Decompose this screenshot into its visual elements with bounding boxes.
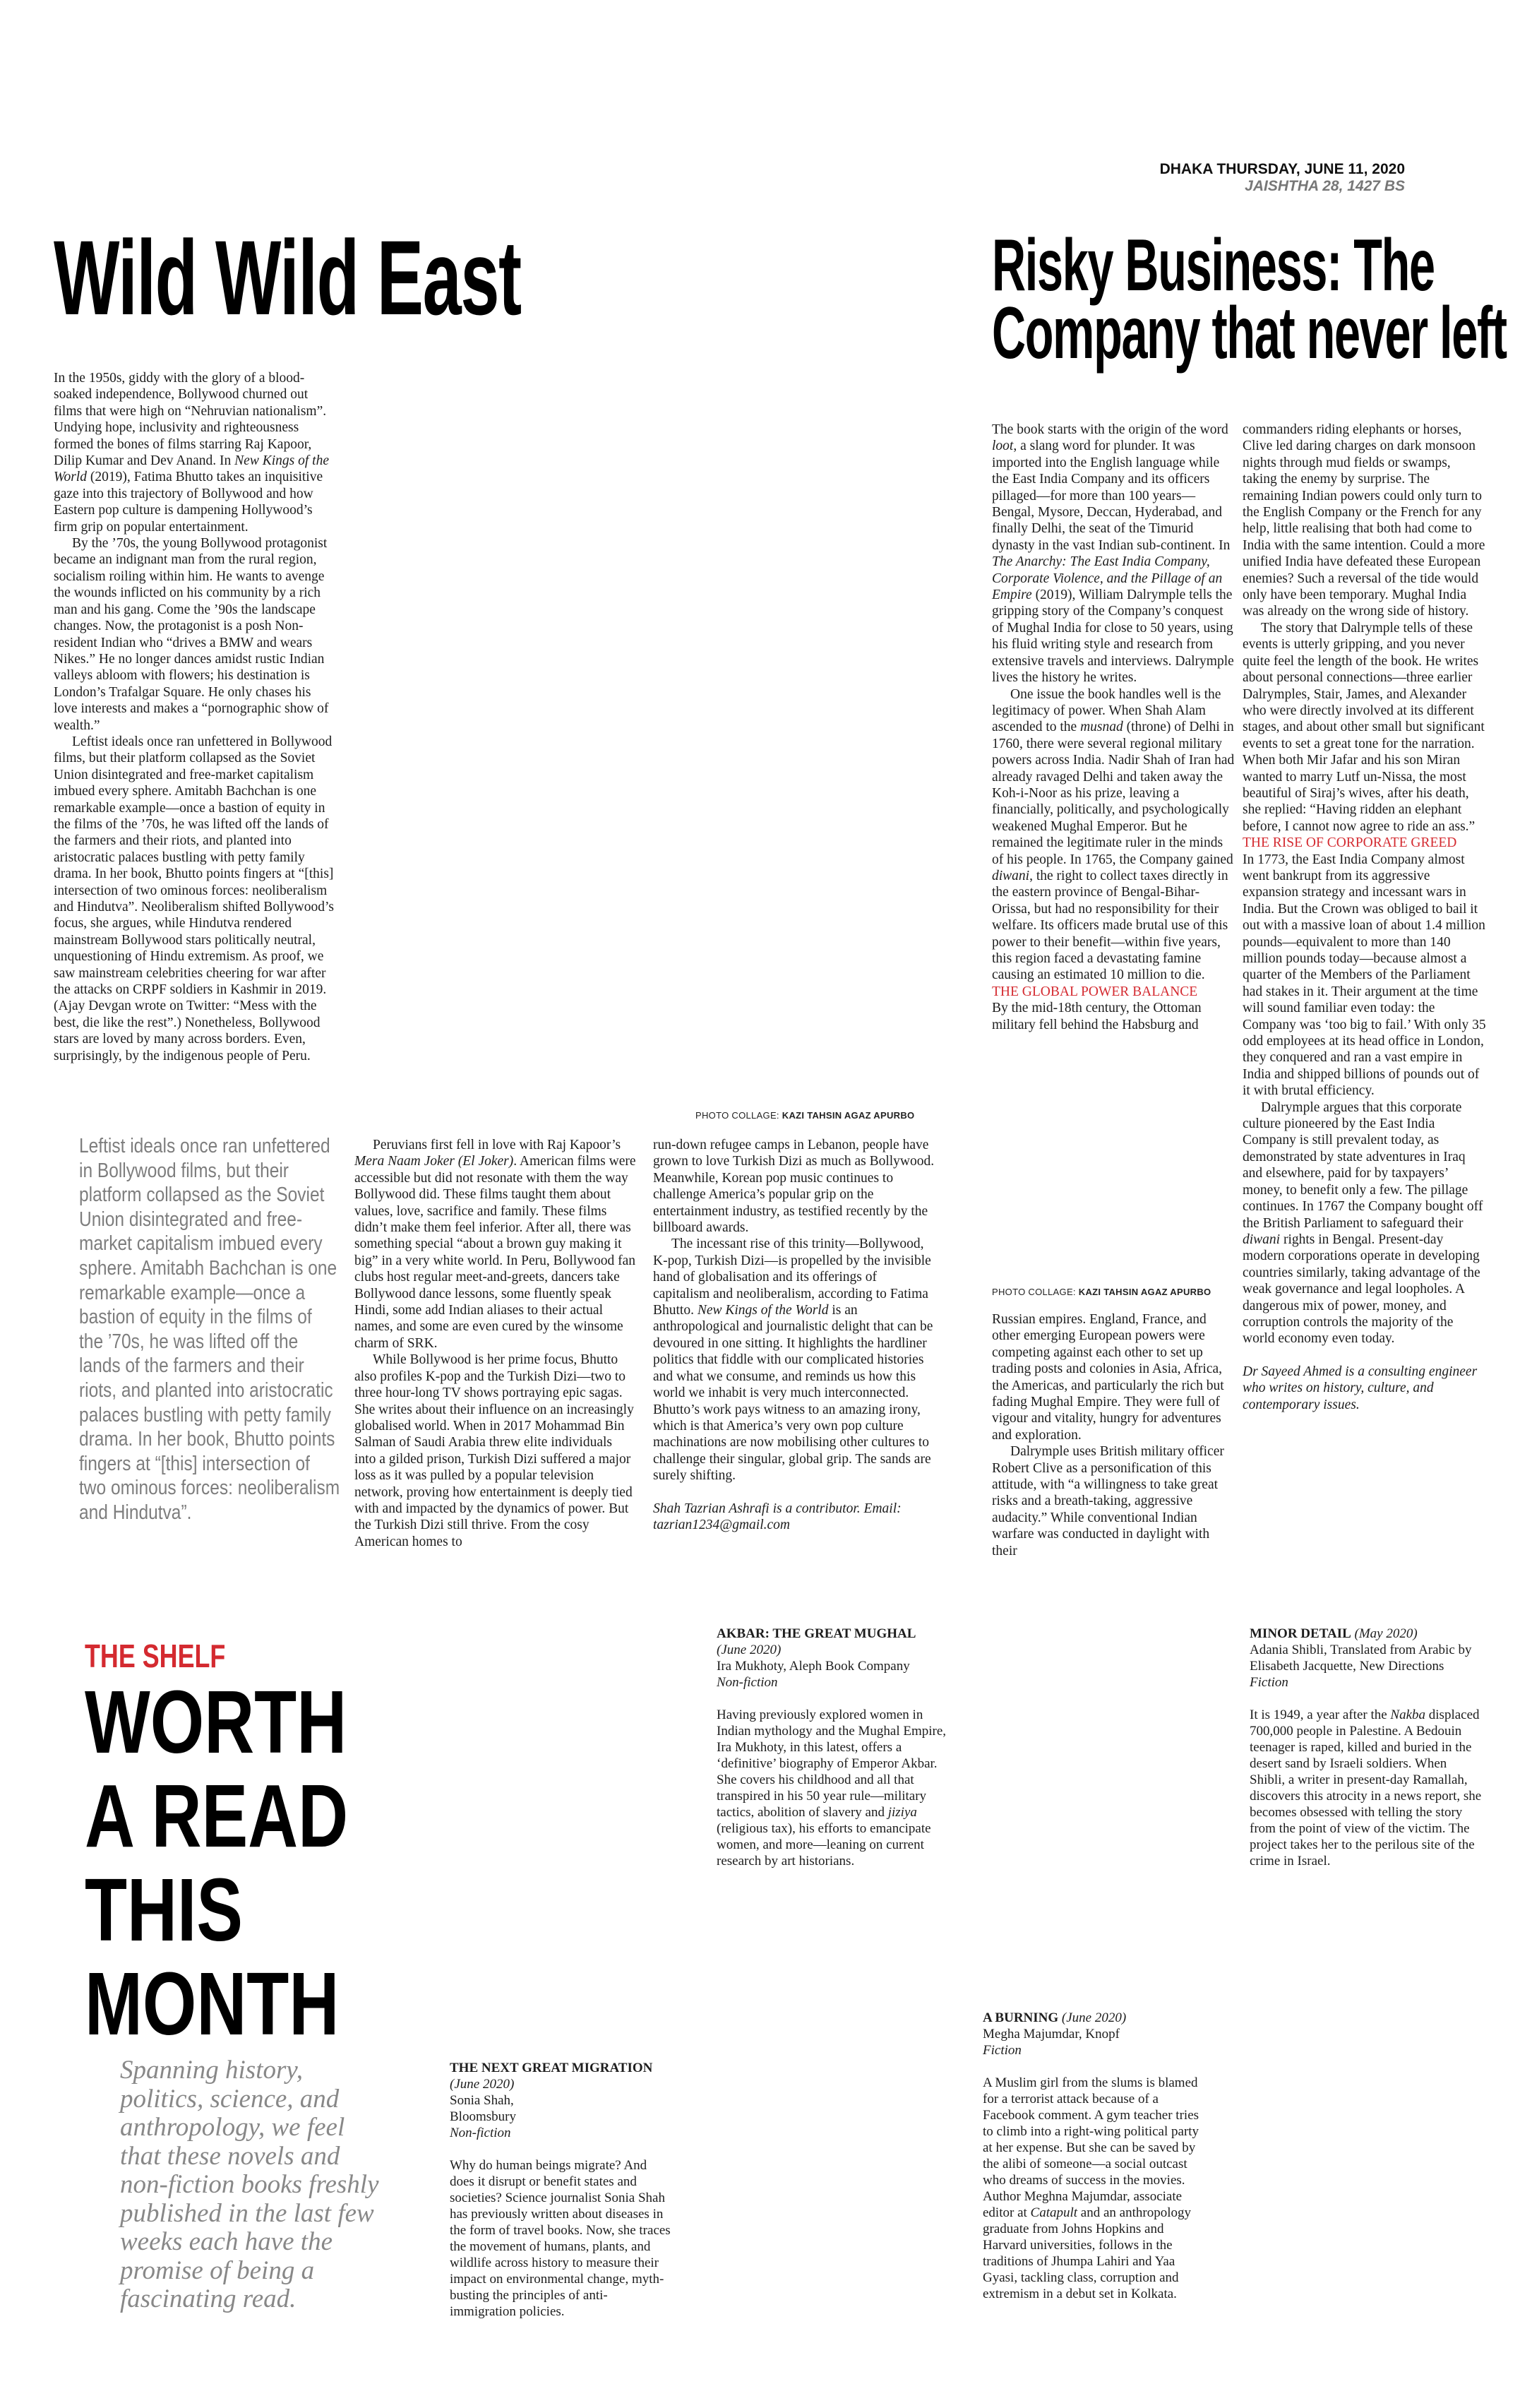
paragraph: Leftist ideals once ran unfettered in Bo… [54,734,334,1063]
book-date: (June 2020) [1061,2010,1127,2025]
paragraph: One issue the book handles well is the l… [992,686,1235,983]
book-author: Megha Majumdar, Knopf [983,2027,1120,2042]
book-title: A BURNING [983,2010,1059,2025]
paragraph: In the 1950s, giddy with the glory of a … [54,371,329,535]
book-genre: Non-fiction [717,1675,778,1690]
dateline: DHAKA THURSDAY, JUNE 11, 2020 JAISHTHA 2… [1160,161,1405,195]
author-bio: Dr Sayeed Ahmed is a consulting engineer… [1243,1364,1478,1412]
book-author: Sonia Shah, Bloomsbury [450,2093,516,2124]
photo-credit: PHOTO COLLAGE: KAZI TAHSIN AGAZ APURBO [992,1287,1211,1297]
paragraph: The story that Dalrymple tells of these … [1243,620,1485,834]
book-description: It is 1949, a year after the Nakba displ… [1250,1707,1482,1868]
book-entry: MINOR DETAIL (May 2020) Adania Shibli, T… [1250,1626,1483,1869]
book-date: (June 2020) [450,2077,515,2092]
article2-column-1: The book starts with the origin of the w… [992,422,1235,1033]
subhead: THE GLOBAL POWER BALANCE [992,984,1198,999]
paragraph: While Bollywood is her prime focus, Bhut… [354,1352,634,1549]
paragraph: Russian empires. England, France, and ot… [992,1312,1224,1443]
book-genre: Fiction [1250,1675,1288,1690]
photo-credit: PHOTO COLLAGE: KAZI TAHSIN AGAZ APURBO [695,1110,915,1121]
article2-column-1-bottom: Russian empires. England, France, and ot… [992,1311,1235,1559]
pull-quote: Leftist ideals once ran unfettered in Bo… [79,1135,340,1524]
book-entry: A BURNING (June 2020) Megha Majumdar, Kn… [983,2010,1209,2302]
paragraph: Dalrymple uses British military officer … [992,1444,1224,1558]
article2-column-2: commanders riding elephants or horses, C… [1243,422,1486,1413]
book-author: Ira Mukhoty, Aleph Book Company [717,1659,910,1674]
paragraph: commanders riding elephants or horses, C… [1243,422,1485,619]
subhead: THE RISE OF CORPORATE GREED [1243,835,1457,851]
article1-column-3: run-down refugee camps in Lebanon, peopl… [653,1137,935,1533]
shelf-title: WORTH A READ THIS MONTH [85,1672,349,2054]
paragraph: Peruvians first fell in love with Raj Ka… [354,1138,636,1351]
paragraph: The book starts with the origin of the w… [992,422,1234,686]
bangla-date: JAISHTHA 28, 1427 BS [1245,178,1405,194]
book-title: MINOR DETAIL [1250,1626,1351,1641]
paragraph: By the mid-18th century, the Ottoman mil… [992,1001,1202,1032]
book-description: Having previously explored women in Indi… [717,1707,947,1868]
book-date: (May 2020) [1354,1626,1418,1641]
paragraph: Dalrymple argues that this corporate cul… [1243,1099,1483,1347]
book-genre: Non-fiction [450,2126,511,2140]
paragraph: The incessant rise of this trinity—Bolly… [653,1236,933,1484]
section-kicker: THE SHELF [85,1638,226,1674]
paragraph: In 1773, the East India Company almost w… [1243,852,1486,1099]
author-bio: Shah Tazrian Ashrafi is a contributor. E… [653,1501,902,1532]
book-description: Why do human beings migrate? And does it… [450,2158,671,2319]
book-title: AKBAR: THE GREAT MUGHAL [717,1626,916,1641]
book-author: Adania Shibli, Translated from Arabic by… [1250,1643,1472,1674]
date: DHAKA THURSDAY, JUNE 11, 2020 [1159,161,1405,177]
article2-headline: Risky Business: The Company that never l… [992,225,1507,374]
book-entry: AKBAR: THE GREAT MUGHAL (June 2020) Ira … [717,1626,950,1869]
paragraph: By the ’70s, the young Bollywood protago… [54,536,329,733]
book-description: A Muslim girl from the slums is blamed f… [983,2075,1199,2301]
shelf-intro: Spanning history, politics, science, and… [120,2056,379,2313]
article1-headline: Wild Wild East [54,218,522,337]
article1-column-2: Peruvians first fell in love with Raj Ka… [354,1137,637,1550]
book-genre: Fiction [983,2043,1022,2058]
book-date: (June 2020) [717,1643,782,1657]
paragraph: run-down refugee camps in Lebanon, peopl… [653,1138,935,1236]
book-title: THE NEXT GREAT MIGRATION [450,2061,653,2075]
article1-column-1: In the 1950s, giddy with the glory of a … [54,370,336,1064]
book-entry: THE NEXT GREAT MIGRATION (June 2020) Son… [450,2060,672,2320]
